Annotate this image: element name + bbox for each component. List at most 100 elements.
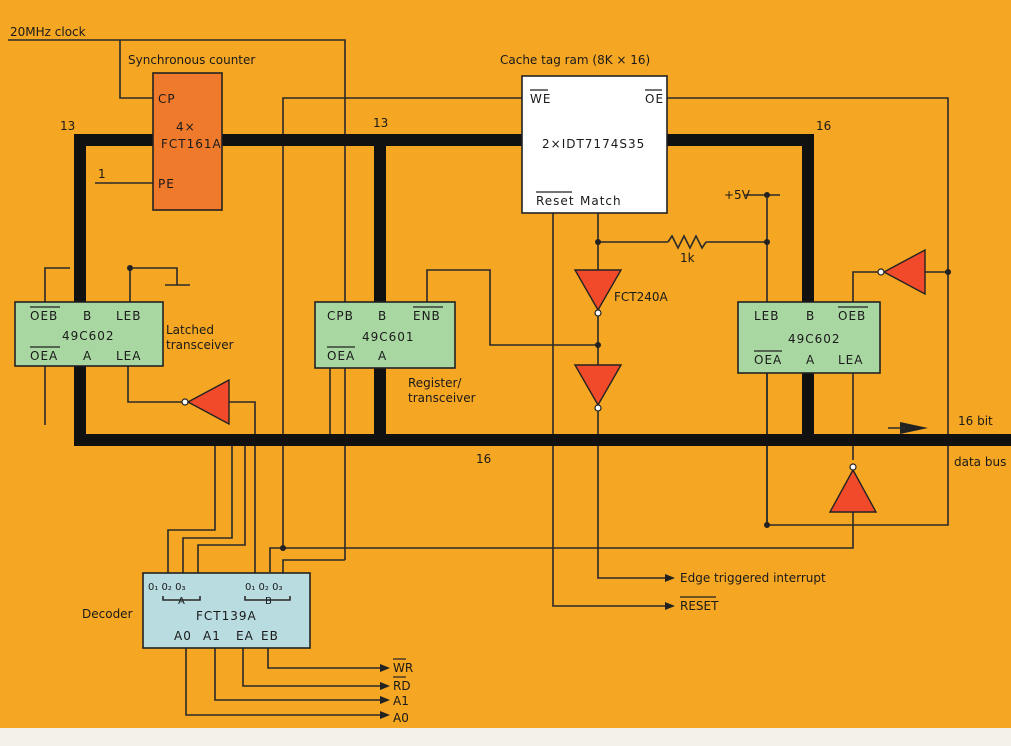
counter-chip (152, 72, 223, 211)
register-oea: OEA (327, 349, 355, 363)
right-latch-buffer (882, 248, 926, 296)
decoder-part: FCT139A (196, 609, 257, 623)
resistor-label: 1k (680, 251, 695, 265)
rd-output-label: RD (393, 679, 411, 693)
left-buffer-input-wire (229, 401, 256, 575)
interrupt-output-label: Edge triggered interrupt (680, 571, 826, 585)
bus-left-segment (74, 134, 153, 350)
left-leb-ground-wire (129, 267, 178, 302)
decoder-outputs-a: 0₁ 0₂ 0₃ (148, 582, 185, 593)
decoder-bracket-a (162, 596, 201, 601)
decoder-out-a3-wire (197, 445, 246, 575)
fct240a-buffer-1 (573, 269, 623, 312)
left-latch-a: A (83, 349, 92, 363)
ram-reset-pin: Reset (536, 194, 575, 208)
left-latch-buffer (186, 378, 230, 426)
decoder-out-a1-wire (167, 445, 216, 575)
decoder-group-a: A (178, 596, 185, 607)
ram-match-pin: Match (580, 194, 622, 208)
register-enb: ENB (413, 309, 441, 323)
counter-qty: 4× (176, 120, 196, 134)
left-latch-chip (14, 301, 164, 367)
bus-width-middle: 13 (373, 116, 388, 130)
register-cpb: CPB (327, 309, 354, 323)
clock-label: 20MHz clock (10, 25, 86, 39)
left-buffer-bubble (181, 398, 189, 406)
ram-we-pin: WE (530, 92, 551, 106)
register-chip (314, 301, 456, 369)
right-latch-a: A (806, 353, 815, 367)
decoder-eb-pin: EB (261, 629, 279, 643)
counter-cp-pin: CP (158, 92, 176, 106)
decoder-bracket-b (244, 596, 291, 601)
register-a: A (378, 349, 387, 363)
counter-pe-label: PE (158, 177, 175, 191)
left-latch-oea: OEA (30, 349, 58, 363)
bus-bottom-segment (74, 350, 1011, 446)
register-caption-1: Register/ (408, 376, 462, 390)
left-latch-oeb: OEB (30, 309, 58, 323)
wr-output-label: WR (393, 661, 413, 675)
clock-to-cp-wire (119, 40, 153, 99)
decoder-caption: Decoder (82, 607, 133, 621)
arrowheads (380, 422, 928, 719)
right-latch-b: B (806, 309, 815, 323)
counter-part: FCT161A (161, 137, 222, 151)
left-latch-part: 49C602 (62, 329, 115, 343)
wr-wire (267, 648, 380, 669)
supply-label: +5V (724, 188, 751, 202)
buffer-label: FCT240A (614, 290, 669, 304)
ram-oe-pin: OE (645, 92, 664, 106)
lower-buffer-bubble (849, 463, 857, 471)
right-oeb-wire (852, 271, 880, 302)
decoder-out-a2-wire (182, 445, 233, 575)
decoder-group-b: B (265, 596, 272, 607)
right-lower-buffer-wire (269, 512, 854, 572)
pullup-resistor (667, 234, 707, 250)
right-latch-oea: OEA (754, 353, 782, 367)
right-latch-chip (737, 301, 881, 374)
left-latch-caption-2: transceiver (166, 338, 234, 352)
bus-width-bottom: 16 (476, 452, 491, 466)
cache-ram-chip (521, 75, 668, 214)
left-latch-caption-1: Latched (166, 323, 214, 337)
right-latch-lea: LEA (838, 353, 863, 367)
decoder-chip (142, 572, 311, 649)
lower-right-buffer (828, 468, 878, 513)
left-lea-wire (127, 366, 182, 403)
right-latch-leb: LEB (754, 309, 780, 323)
register-caption-2: transceiver (408, 391, 476, 405)
register-b: B (378, 309, 387, 323)
signal-wires (8, 39, 949, 716)
rd-wire (242, 648, 380, 687)
a1-wire (214, 648, 380, 701)
bus-width-right: 16 (816, 119, 831, 133)
right-latch-oeb: OEB (838, 309, 866, 323)
decoder-outputs-b: 0₁ 0₂ 0₃ (245, 582, 282, 593)
decoder-a0-pin: A0 (174, 629, 192, 643)
left-latch-leb: LEB (116, 309, 142, 323)
data-bus-label-1: 16 bit (958, 414, 993, 428)
buffers (181, 248, 926, 513)
left-oeb-wire (44, 267, 70, 302)
counter-caption: Synchronous counter (128, 53, 255, 67)
ram-caption: Cache tag ram (8K × 16) (500, 53, 650, 67)
a0-output-label: A0 (393, 711, 409, 725)
decoder-a1-pin: A1 (203, 629, 221, 643)
left-latch-b: B (83, 309, 92, 323)
buffer2-bubble (594, 404, 602, 412)
right-buffer-bubble (877, 268, 885, 276)
right-latch-part: 49C602 (788, 332, 841, 346)
we-wire (282, 97, 522, 548)
data-bus-label-2: data bus (954, 455, 1006, 469)
bus-width-left: 13 (60, 119, 75, 133)
decoder-out-b2-wire (282, 559, 345, 575)
left-latch-lea: LEA (116, 349, 141, 363)
reset-output-label: RESET (680, 599, 719, 613)
fct240a-buffer-2 (573, 364, 623, 407)
pe-tie-value: 1 (98, 167, 106, 181)
ram-part: 2×IDT7174S35 (542, 137, 645, 151)
data-bus-extension (940, 434, 1011, 446)
